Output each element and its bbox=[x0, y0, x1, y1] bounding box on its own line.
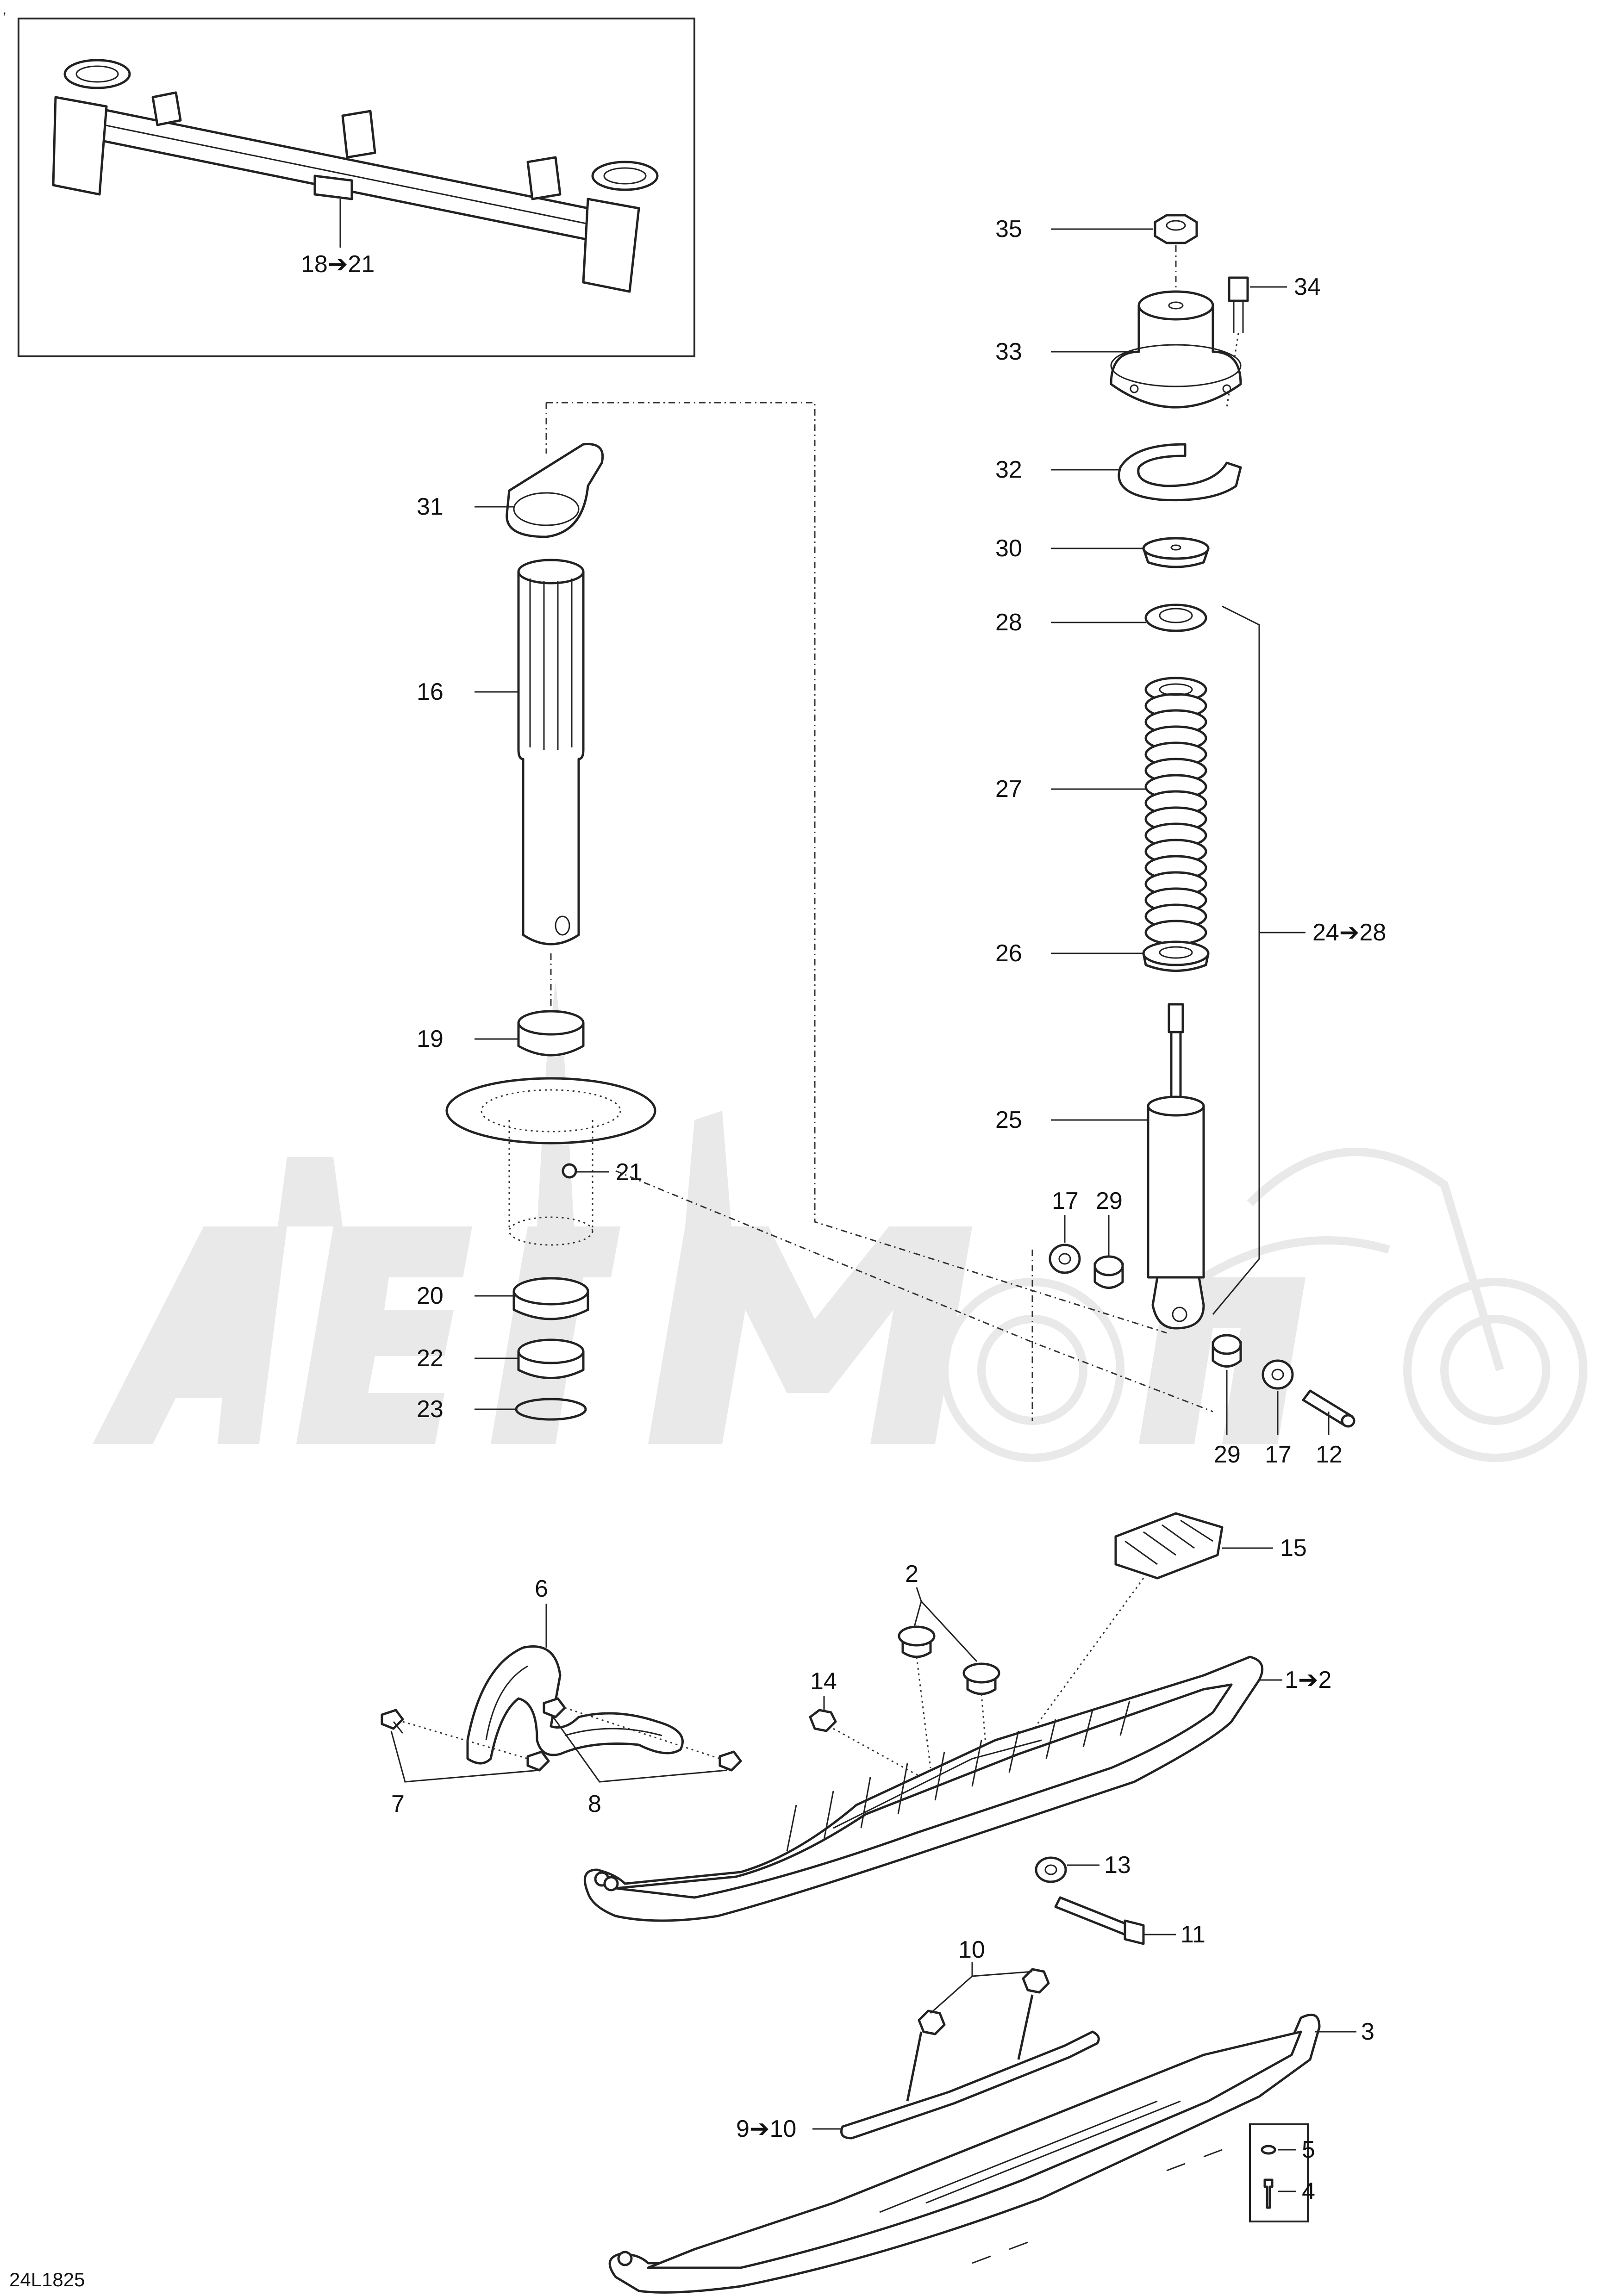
callout-12: 12 bbox=[1316, 1441, 1343, 1468]
watermark-logo bbox=[93, 981, 1587, 1462]
callout-14: 14 bbox=[810, 1668, 837, 1695]
callout-15: 15 bbox=[1280, 1535, 1307, 1562]
callout-16: 16 bbox=[417, 678, 443, 705]
callout-22: 22 bbox=[417, 1345, 443, 1372]
callout-28: 28 bbox=[995, 609, 1022, 636]
callout-31: 31 bbox=[417, 493, 443, 520]
callout-2: 2 bbox=[905, 1561, 918, 1587]
callout-26: 26 bbox=[995, 940, 1022, 967]
callout-3: 3 bbox=[1361, 2018, 1374, 2045]
shock-absorber-assembly bbox=[1049, 214, 1355, 1428]
callout-23: 23 bbox=[417, 1396, 443, 1423]
callout-33: 33 bbox=[995, 338, 1022, 365]
callout-7: 7 bbox=[391, 1791, 405, 1817]
callout-18-21: 18➔21 bbox=[301, 251, 375, 278]
inset-frame-crossmember bbox=[18, 18, 695, 357]
callout-10: 10 bbox=[958, 1936, 985, 1963]
callout-1-2: 1➔2 bbox=[1285, 1667, 1331, 1693]
callout-35: 35 bbox=[995, 216, 1022, 243]
callout-6: 6 bbox=[535, 1575, 548, 1602]
callout-19: 19 bbox=[417, 1026, 443, 1052]
callout-4: 4 bbox=[1302, 2178, 1315, 2205]
corner-mark: , bbox=[3, 2, 6, 17]
spring-coils bbox=[1144, 677, 1207, 946]
callout-27: 27 bbox=[995, 776, 1022, 803]
callout-30: 30 bbox=[995, 535, 1022, 562]
callout-34: 34 bbox=[1294, 274, 1321, 300]
callout-8: 8 bbox=[588, 1791, 601, 1817]
callout-17-lower: 17 bbox=[1265, 1441, 1292, 1468]
callout-13: 13 bbox=[1104, 1852, 1131, 1879]
callout-20: 20 bbox=[417, 1282, 443, 1309]
callout-24-28: 24➔28 bbox=[1312, 919, 1386, 946]
callout-11: 11 bbox=[1181, 1921, 1206, 1948]
spindle-assembly bbox=[445, 443, 656, 1421]
drawing-number: 24L1825 bbox=[9, 2269, 85, 2290]
ski-assembly bbox=[381, 1512, 1321, 2294]
callout-9-10: 9➔10 bbox=[736, 2116, 796, 2142]
callout-17-upper: 17 bbox=[1052, 1188, 1079, 1214]
callout-5: 5 bbox=[1302, 2136, 1315, 2163]
callout-32: 32 bbox=[995, 456, 1022, 483]
callout-29-lower: 29 bbox=[1214, 1441, 1241, 1468]
callout-25: 25 bbox=[995, 1107, 1022, 1133]
callout-29-upper: 29 bbox=[1096, 1188, 1123, 1214]
